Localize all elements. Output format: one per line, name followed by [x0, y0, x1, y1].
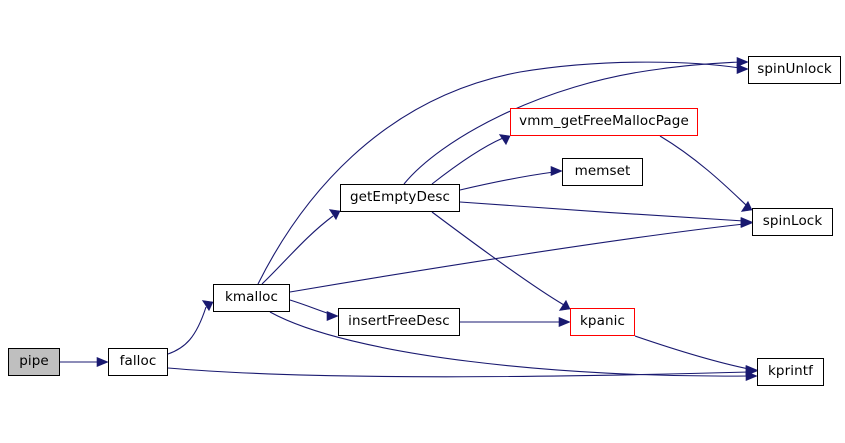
graph-node-memset[interactable]: memset [562, 158, 643, 186]
graph-node-kpanic[interactable]: kpanic [570, 308, 635, 336]
call-edge [261, 215, 334, 285]
edge-arrowhead [96, 356, 109, 368]
graph-node-vmm_getFreeMallocPage[interactable]: vmm_getFreeMallocPage [510, 108, 698, 136]
call-edge [167, 367, 750, 378]
call-edge [167, 306, 207, 355]
edge-arrowhead [201, 300, 214, 312]
graph-node-kmalloc[interactable]: kmalloc [213, 284, 290, 312]
edge-arrowhead [328, 209, 341, 221]
graph-node-insertFreeDesc[interactable]: insertFreeDesc [338, 308, 460, 336]
graph-node-label: insertFreeDesc [348, 313, 450, 330]
edge-arrowhead [558, 316, 571, 328]
graph-node-label: getEmptyDesc [349, 189, 451, 206]
graph-node-label: pipe [19, 353, 49, 370]
graph-node-pipe[interactable]: pipe [8, 348, 60, 376]
call-edge [634, 335, 750, 370]
call-edge [403, 61, 741, 185]
edge-arrowhead [498, 134, 511, 146]
edge-arrowhead [550, 165, 563, 177]
edge-arrowhead [326, 310, 339, 322]
call-edge [431, 137, 504, 185]
edge-arrowhead [745, 364, 758, 376]
call-edge [289, 223, 745, 293]
graph-node-spinUnlock[interactable]: spinUnlock [748, 56, 841, 84]
graph-node-label: spinUnlock [757, 61, 832, 78]
graph-node-getEmptyDesc[interactable]: getEmptyDesc [340, 184, 460, 212]
graph-node-label: kprintf [768, 363, 813, 380]
graph-node-label: memset [574, 163, 631, 180]
graph-node-label: kpanic [580, 313, 625, 330]
graph-node-label: vmm_getFreeMallocPage [519, 113, 689, 130]
graph-node-label: falloc [119, 353, 157, 370]
graph-node-label: kmalloc [224, 289, 279, 306]
call-edge [257, 61, 741, 285]
call-edge [289, 299, 331, 315]
graph-node-spinLock[interactable]: spinLock [752, 208, 833, 236]
edge-arrowhead [740, 216, 753, 228]
edge-arrowhead [736, 63, 749, 75]
call-edge [459, 171, 555, 191]
graph-node-label: spinLock [762, 213, 823, 230]
edge-arrowhead [736, 56, 749, 68]
edge-arrowhead [740, 200, 753, 212]
call-edge [431, 211, 565, 306]
graph-node-kprintf[interactable]: kprintf [757, 358, 824, 386]
call-edge [269, 311, 750, 377]
edge-arrowhead [558, 299, 571, 311]
graph-node-falloc[interactable]: falloc [108, 348, 168, 376]
call-edge [659, 135, 747, 206]
call-edge [459, 201, 745, 222]
